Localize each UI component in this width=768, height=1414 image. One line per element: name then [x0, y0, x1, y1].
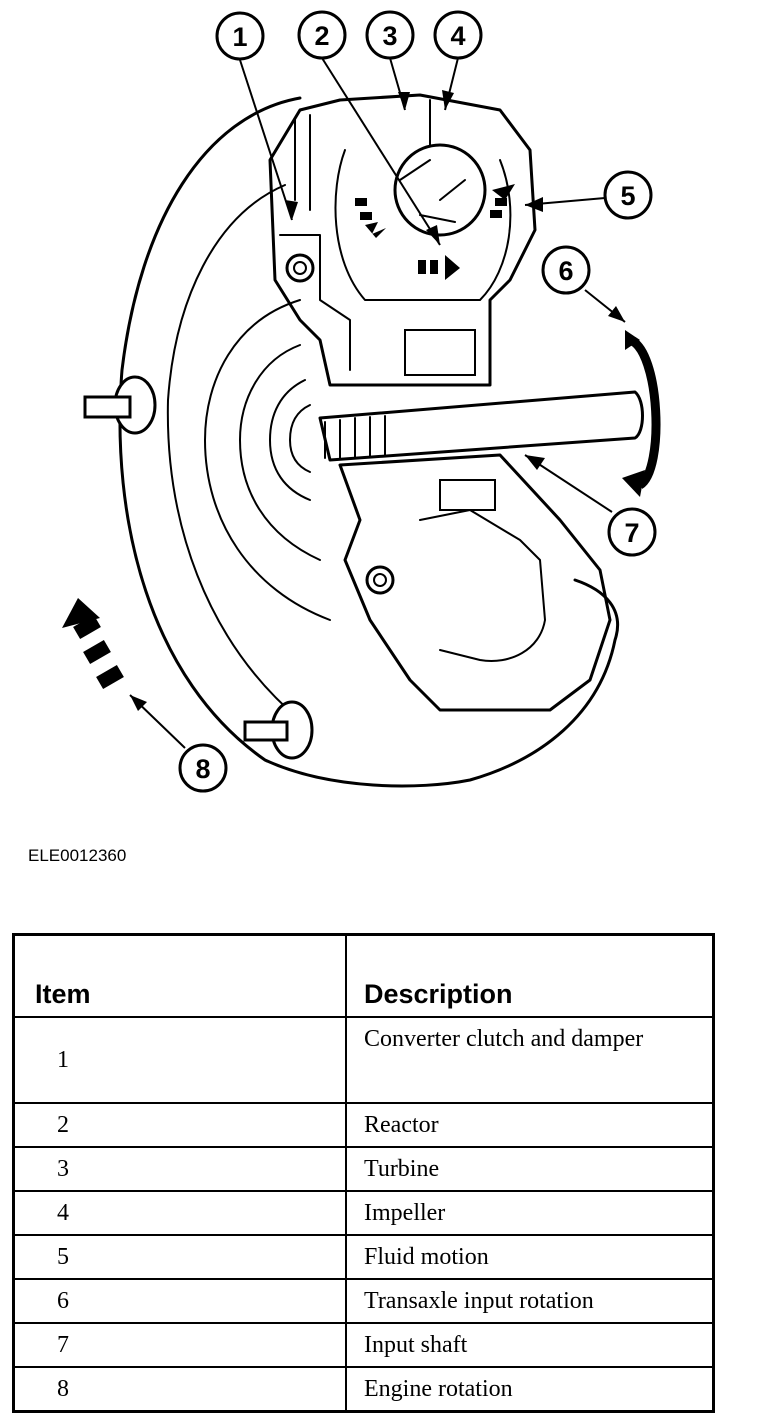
- header-description: Description: [345, 933, 715, 1018]
- row-description: Engine rotation: [345, 1366, 715, 1413]
- cutaway-lower: [338, 453, 612, 712]
- table-row: 5 Fluid motion: [12, 1234, 715, 1280]
- row-description: Transaxle input rotation: [345, 1278, 715, 1324]
- row-item: 6: [12, 1278, 347, 1324]
- cutaway-upper: [268, 93, 537, 387]
- row-description: Converter clutch and damper: [345, 1016, 715, 1104]
- transaxle-rotation-arrow: [627, 335, 661, 489]
- callout-4: 4: [433, 10, 483, 60]
- lower-stator-hub: [439, 479, 496, 511]
- row-item: 8: [12, 1366, 347, 1413]
- fluid-motion-arrows: [355, 184, 515, 280]
- row-description: Reactor: [345, 1102, 715, 1148]
- table-row: 1 Converter clutch and damper: [12, 1016, 715, 1104]
- legend-header-row: Item Description: [12, 933, 715, 1018]
- housing-inner-rim: [166, 184, 301, 721]
- callout-2: 2: [297, 10, 347, 60]
- upper-damper-spring-core: [293, 261, 307, 275]
- svg-text:3: 3: [382, 21, 397, 51]
- input-shaft: [318, 390, 644, 462]
- cover-ring-inner: [269, 379, 311, 501]
- table-row: 4 Impeller: [12, 1190, 715, 1236]
- callout-5: 5: [603, 170, 653, 220]
- svg-text:5: 5: [620, 181, 635, 211]
- transaxle-rotation-arrowhead: [622, 470, 645, 497]
- row-item: 3: [12, 1146, 347, 1192]
- svg-text:6: 6: [558, 256, 573, 286]
- callout-6: 6: [541, 245, 591, 295]
- table-row: 2 Reactor: [12, 1102, 715, 1148]
- clutch-piston: [279, 114, 351, 371]
- reactor-vanes: [399, 99, 466, 223]
- row-item: 2: [12, 1102, 347, 1148]
- callout-7: 7: [607, 507, 657, 557]
- svg-text:4: 4: [450, 21, 465, 51]
- reactor-ring: [393, 143, 487, 237]
- row-item: 7: [12, 1322, 347, 1368]
- callout-3: 3: [365, 10, 415, 60]
- row-item: 5: [12, 1234, 347, 1280]
- svg-text:1: 1: [232, 22, 247, 52]
- shaft-splines: [324, 415, 386, 459]
- callout-1: 1: [215, 11, 265, 61]
- table-row: 8 Engine rotation: [12, 1366, 715, 1413]
- row-description: Fluid motion: [345, 1234, 715, 1280]
- stator-hub: [404, 329, 476, 376]
- header-item: Item: [12, 933, 347, 1018]
- upper-damper-spring: [285, 253, 315, 283]
- upper-mounting-stud: [83, 375, 157, 435]
- svg-text:8: 8: [195, 754, 210, 784]
- row-description: Turbine: [345, 1146, 715, 1192]
- engine-rotation-arrows: [62, 598, 124, 690]
- lower-damper-spring-core: [373, 573, 387, 587]
- row-item: 1: [12, 1016, 347, 1104]
- turbine-blades-area: [334, 149, 512, 301]
- table-row: 3 Turbine: [12, 1146, 715, 1192]
- torque-converter-diagram: 1 2 3 4 5 6 7 8: [62, 10, 661, 793]
- row-item: 4: [12, 1190, 347, 1236]
- lower-turbine-area: [419, 509, 546, 662]
- leader-arrowheads: [130, 90, 625, 711]
- lower-damper-spring: [365, 565, 395, 595]
- lower-mounting-stud: [243, 700, 314, 760]
- transaxle-rotation-tail: [625, 330, 640, 350]
- cover-hub: [289, 404, 311, 473]
- svg-text:7: 7: [624, 518, 639, 548]
- row-description: Input shaft: [345, 1322, 715, 1368]
- callout-8: 8: [178, 743, 228, 793]
- figure-code: ELE0012360: [28, 846, 127, 865]
- legend-table: Item Description 1 Converter clutch and …: [12, 933, 715, 1413]
- table-row: 6 Transaxle input rotation: [12, 1278, 715, 1324]
- cover-ring-mid: [239, 344, 321, 561]
- cover-ring-outer: [204, 299, 331, 621]
- converter-housing: [118, 96, 620, 788]
- table-row: 7 Input shaft: [12, 1322, 715, 1368]
- svg-text:2: 2: [314, 21, 329, 51]
- row-description: Impeller: [345, 1190, 715, 1236]
